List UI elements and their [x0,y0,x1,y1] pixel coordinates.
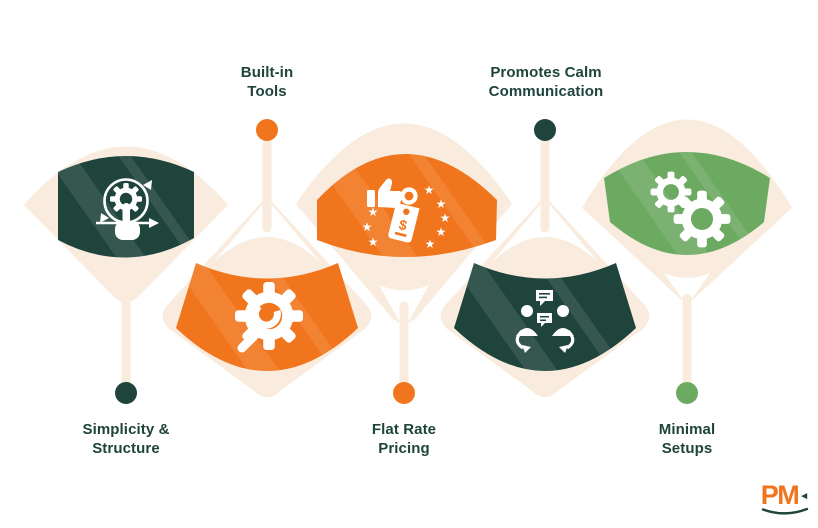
dot-communication [534,119,556,141]
label-line: Structure [92,440,160,457]
label-line: Tools [247,83,287,100]
pm-logo-smile-icon [761,507,809,515]
svg-text:★: ★ [436,225,447,239]
svg-text:★: ★ [368,205,379,219]
label-line: Built-in [240,64,294,81]
thumbs-up-price-tag-icon: $ ★ ★ ★ ★ ★ ★ ★ ★ [362,178,451,251]
pm-logo-text: PM [760,480,800,510]
timeline-dots [115,119,698,404]
svg-text:★: ★ [362,220,373,234]
label-line: Simplicity & [82,421,170,438]
svg-text:★: ★ [425,237,436,251]
label-simplicity-structure: Simplicity & Structure [41,420,211,458]
svg-text:★: ★ [436,197,447,211]
connector-lines [121,131,692,390]
star-glyphs: ★ ★ ★ ★ ★ ★ ★ ★ [362,183,451,251]
dollar-glyph: $ [397,216,409,233]
svg-text:★: ★ [368,235,379,249]
pm-logo-arrow-icon: ◄ [799,491,810,502]
gear-wrench-icon [235,282,303,350]
label-line: Communication [488,83,604,100]
label-line: Setups [661,440,713,457]
label-promotes-calm-communication: Promotes Calm Communication [461,63,631,101]
automation-gear-click-icon [96,178,159,240]
label-flat-rate-pricing: Flat Rate Pricing [319,420,489,458]
pm-logo: PM◄ [756,482,814,517]
dot-minimal [676,382,698,404]
dot-builtin [256,119,278,141]
fan-builtin [176,263,358,371]
label-line: Flat Rate [371,421,437,438]
dot-flat-rate [393,382,415,404]
label-minimal-setups: Minimal Setups [602,420,772,458]
svg-text:★: ★ [424,183,435,197]
svg-text:★: ★ [440,211,451,225]
dot-simplicity [115,382,137,404]
conversation-icon [515,290,575,353]
label-line: Promotes Calm [490,64,602,81]
label-line: Minimal [658,421,716,438]
label-line: Pricing [378,440,430,457]
label-built-in-tools: Built-in Tools [182,63,352,101]
